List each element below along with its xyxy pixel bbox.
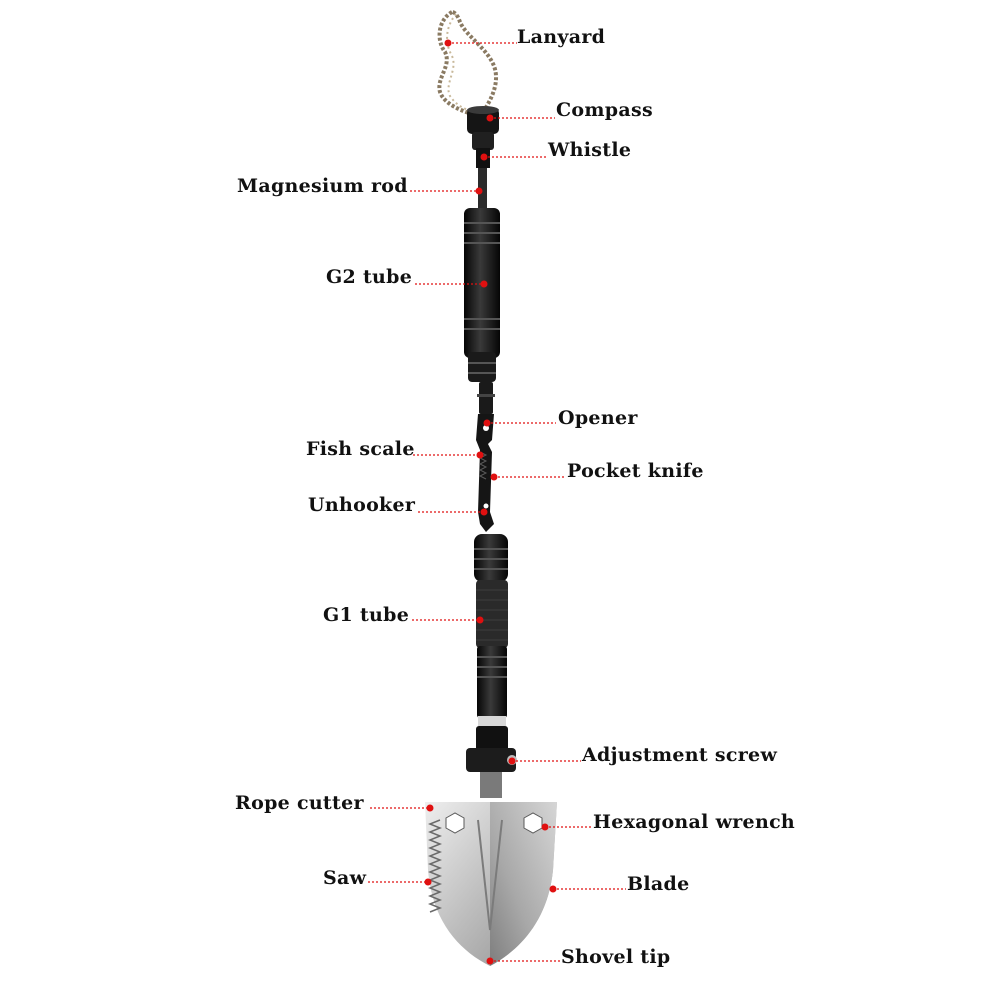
annotation-leaders: [368, 39, 626, 965]
label-magnesium-rod: Magnesium rod: [237, 175, 408, 197]
label-opener: Opener: [558, 407, 638, 429]
label-rope-cutter: Rope cutter: [235, 792, 364, 814]
label-fish-scale: Fish scale: [306, 438, 415, 460]
label-g1-tube: G1 tube: [323, 604, 410, 626]
label-whistle: Whistle: [548, 139, 632, 161]
label-pocket-knife: Pocket knife: [567, 460, 704, 482]
compass-cap: [467, 106, 499, 150]
label-unhooker: Unhooker: [308, 494, 416, 516]
label-hexagonal-wrench: Hexagonal wrench: [593, 811, 796, 833]
shovel-blade: [425, 802, 557, 966]
lanyard-cord: [437, 9, 499, 119]
magnesium-rod: [478, 168, 487, 208]
g2-tube: [464, 208, 500, 382]
g1-tube: [474, 534, 508, 766]
hinge-assembly: [466, 748, 517, 798]
label-blade: Blade: [627, 873, 690, 895]
label-shovel-tip: Shovel tip: [561, 946, 671, 968]
label-saw: Saw: [323, 867, 367, 889]
label-compass: Compass: [556, 99, 653, 121]
multitool-insert: [476, 382, 495, 532]
label-lanyard: Lanyard: [517, 26, 606, 48]
label-adjustment-screw: Adjustment screw: [582, 744, 778, 766]
label-g2-tube: G2 tube: [326, 266, 413, 288]
